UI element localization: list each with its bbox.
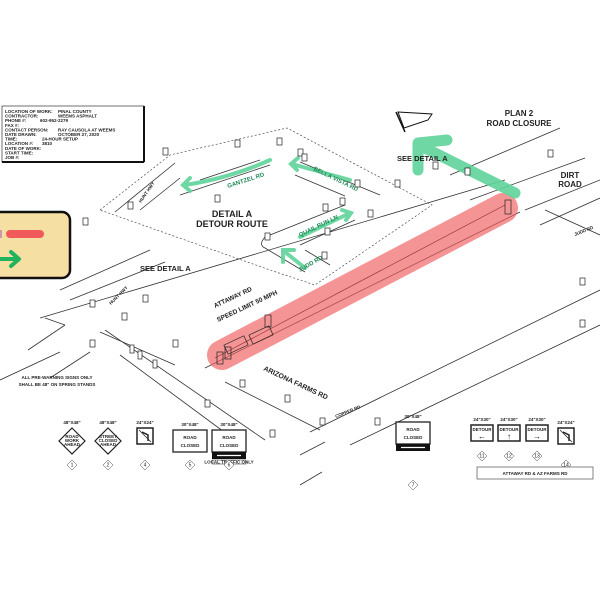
sign-14: 24"X24" 14 <box>557 420 575 471</box>
detour-arrow-icon: ← <box>478 432 486 441</box>
see-detail-a-left: SEE DETAIL A <box>140 264 191 273</box>
sign-text: DETOUR <box>473 427 493 432</box>
sign-text: DETOUR <box>528 427 548 432</box>
footer-label: ATTAWAY RD & AZ FARMS RD <box>503 471 569 476</box>
sign-size: 30"X48" <box>181 422 198 427</box>
road-closed-highlight <box>207 193 518 370</box>
dirt-road-label: DIRT <box>561 171 580 180</box>
sign-size: 48"X48" <box>99 420 116 425</box>
info-label: JOB #: <box>5 155 20 160</box>
sign-7: 30"X48" ROAD CLOSED 7 <box>395 414 431 491</box>
hunt-hwy-left-label: HUNT HWY <box>108 285 129 306</box>
detour-arrow-icon: ↑ <box>507 432 511 441</box>
copper-rd-label: COPPER RD <box>335 404 362 419</box>
sign-text: ROAD <box>183 435 197 440</box>
main-detour-arrow <box>412 134 521 199</box>
info-value: WEEMS ASPHALT <box>58 114 97 119</box>
sign-text: CLOSED <box>404 435 424 440</box>
sign-text: ROAD <box>406 427 420 432</box>
sign-number: 4 <box>144 463 147 469</box>
info-value: OCTOBER 27, 2020 <box>58 132 100 137</box>
footer-box <box>476 466 594 480</box>
sign-4: 24"X24" 4 <box>136 420 154 471</box>
see-detail-a-top: SEE DETAIL A <box>397 154 448 163</box>
info-label: CONTRACTOR: <box>5 114 39 119</box>
sign-13: 24"X30" DETOUR→ 13 <box>525 417 549 462</box>
sign-text: ROAD <box>222 435 236 440</box>
sign-text: CLOSED <box>220 443 240 448</box>
sign-number: 5 <box>189 463 192 469</box>
north-arrow-icon <box>395 111 433 133</box>
legend-detour-arrow <box>0 250 21 268</box>
plan-subtitle: ROAD CLOSURE <box>487 119 553 128</box>
sign-size: 24"X24" <box>136 420 153 425</box>
info-value: PINAL COUNTY <box>58 109 92 114</box>
hunt-hwy-detail-label: HUNT HWY <box>138 181 156 204</box>
sign-11: 24"X30" DETOUR← 11 <box>470 417 494 462</box>
sign-text: CLOSED <box>99 438 119 443</box>
sign-5: 30"X48" ROAD CLOSED 5 <box>172 422 208 471</box>
info-value: RAY CAUSOLA AT WEEMS <box>58 127 115 132</box>
info-label: PHONE #: <box>5 118 27 123</box>
sign-number: 12 <box>506 454 512 460</box>
info-label: LOCATION #: <box>5 141 34 146</box>
detour-arrows <box>180 156 355 270</box>
roads <box>0 127 600 486</box>
sign-size: 30"X48" <box>220 422 237 427</box>
sign-number: 14 <box>563 463 569 469</box>
info-label: DATE DRAWN: <box>5 132 37 137</box>
detail-a-subtitle: DETOUR ROUTE <box>196 219 268 229</box>
sign-text: ROAD <box>65 434 79 439</box>
note-line-1: ALL PRE-WARNING SIGNS ONLY <box>21 375 92 380</box>
sign-number: 7 <box>412 483 415 489</box>
sign-size: 48"X48" <box>63 420 80 425</box>
info-label: CONTACT PERSON: <box>5 127 49 132</box>
sign-size: 24"X30" <box>473 417 490 422</box>
info-label: FAX #: <box>5 123 20 128</box>
info-value: 3810 <box>42 141 53 146</box>
sign-size: 24"X30" <box>500 417 517 422</box>
info-label: START TIME: <box>5 150 34 155</box>
note-line-2: SHALL BE 48" ON SPRING STANDS <box>19 382 96 387</box>
sign-size: 30"X48" <box>404 414 421 419</box>
dirt-road-label-2: ROAD <box>558 180 582 189</box>
sign-number: 13 <box>534 454 540 460</box>
sign-number: 11 <box>479 454 484 460</box>
sign-legend: 48"X48"ROADWORKAHEAD148"X48"STREETCLOSED… <box>58 414 575 491</box>
sign-text: STREET <box>99 434 117 439</box>
sign-size: 24"X24" <box>557 420 574 425</box>
sign-12: 24"X30" DETOUR↑ 12 <box>497 417 521 462</box>
info-box: LOCATION OF WORK: PINAL COUNTY CONTRACTOR:… <box>1 105 145 163</box>
sign-text: AHEAD <box>64 442 81 447</box>
sign-number: 1 <box>71 463 74 469</box>
sign-number: 6 <box>228 463 231 469</box>
detour-arrow-icon: → <box>533 432 541 441</box>
sign-number: 2 <box>107 463 110 469</box>
bella-vista-rd-label: BELLA VISTA RD <box>312 166 359 193</box>
plan-title: PLAN 2 <box>505 109 534 118</box>
info-label: TIME: <box>5 137 18 142</box>
info-value: 602-952-2279 <box>40 118 69 123</box>
sign-text: DETOUR <box>500 427 520 432</box>
sign-text: WORK <box>65 438 80 443</box>
detail-a-title: DETAIL A <box>212 209 253 219</box>
sign-text: AHEAD <box>100 442 117 447</box>
sign-text: CLOSED <box>181 443 201 448</box>
legend <box>0 210 72 280</box>
sign-size: 24"X30" <box>528 417 545 422</box>
info-label: LOCATION OF WORK: <box>5 109 53 114</box>
traffic-devices <box>82 137 586 438</box>
info-label: DATE OF WORK: <box>5 146 42 151</box>
arizona-farms-rd-label: ARIZONA FARMS RD <box>262 365 329 401</box>
info-value: 24-HOUR SETUP <box>42 137 78 142</box>
